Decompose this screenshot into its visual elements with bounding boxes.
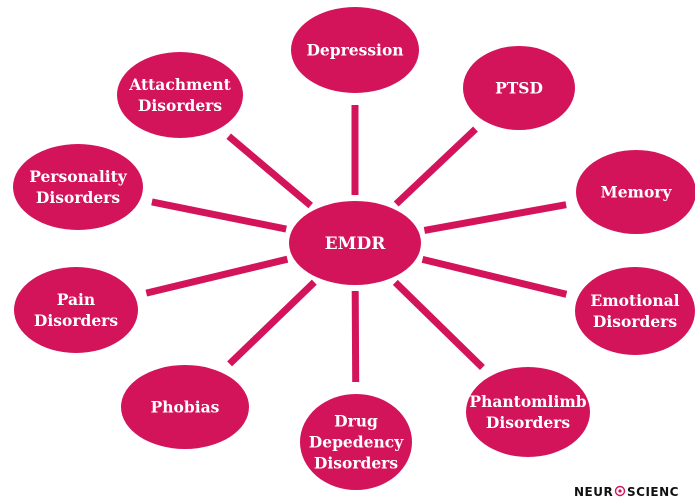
node-attachment-disorders-shape (117, 52, 243, 138)
node-phobias-label-line: Phobias (151, 398, 220, 417)
center-node-shape (289, 201, 421, 285)
node-depression: Depression (291, 7, 419, 93)
brand-logo: NEUR SCIENC (574, 485, 679, 497)
node-emotional-disorders-label-line: Emotional (590, 291, 679, 310)
outer-nodes: DepressionPTSDMemoryEmotionalDisordersPh… (13, 7, 695, 490)
center-node: EMDR (289, 201, 421, 285)
center-node-label: EMDR (325, 234, 387, 254)
node-drug-depedency-disorders-label-line: Depedency (309, 433, 404, 452)
node-drug-depedency-disorders-shape (300, 394, 412, 490)
node-depression-shape (291, 7, 419, 93)
connector-phantomlimb-disorders (392, 279, 485, 371)
node-ptsd-label-line: PTSD (495, 79, 543, 98)
node-phantomlimb-disorders-shape (466, 367, 590, 457)
connector-memory (423, 201, 567, 234)
node-attachment-disorders-label-line: Disorders (138, 96, 222, 115)
connector-attachment-disorders (226, 133, 313, 209)
brand-text-left: NEUR (574, 485, 613, 497)
node-ptsd-shape (463, 46, 575, 130)
node-phobias-shape (121, 365, 249, 449)
node-phantomlimb-disorders-label-line: Disorders (486, 413, 570, 432)
node-pain-disorders-label-line: Pain (57, 290, 95, 309)
node-pain-disorders-label-line: Disorders (34, 311, 118, 330)
brand-text-right: SCIENC (627, 485, 679, 497)
node-emotional-disorders-shape (575, 267, 695, 355)
node-memory-shape (576, 150, 695, 234)
node-emotional-disorders-label-line: Disorders (593, 312, 677, 331)
node-depression-label-line: Depression (306, 41, 403, 60)
connector-drug-depedency-disorders (351, 290, 360, 383)
connector-lines (145, 105, 568, 383)
node-personality-disorders-label-line: Personality (29, 167, 128, 186)
brain-logo-icon (614, 485, 626, 497)
connector-emotional-disorders (421, 255, 568, 298)
connector-phobias (227, 279, 317, 367)
node-personality-disorders-shape (13, 144, 143, 230)
connector-personality-disorders (151, 198, 287, 233)
node-memory: Memory (576, 150, 695, 234)
node-phantomlimb-disorders-label-line: Phantomlimb (469, 392, 586, 411)
node-pain-disorders-shape (14, 267, 138, 353)
node-phobias: Phobias (121, 365, 249, 449)
node-attachment-disorders-label-line: Attachment (128, 75, 231, 94)
node-memory-label-line: Memory (601, 183, 673, 202)
node-ptsd: PTSD (463, 46, 575, 130)
node-drug-depedency-disorders-label-line: Disorders (314, 454, 398, 473)
connector-ptsd (393, 126, 478, 207)
node-drug-depedency-disorders-label-line: Drug (334, 412, 378, 431)
connector-pain-disorders (145, 255, 289, 297)
node-personality-disorders-label-line: Disorders (36, 188, 120, 207)
